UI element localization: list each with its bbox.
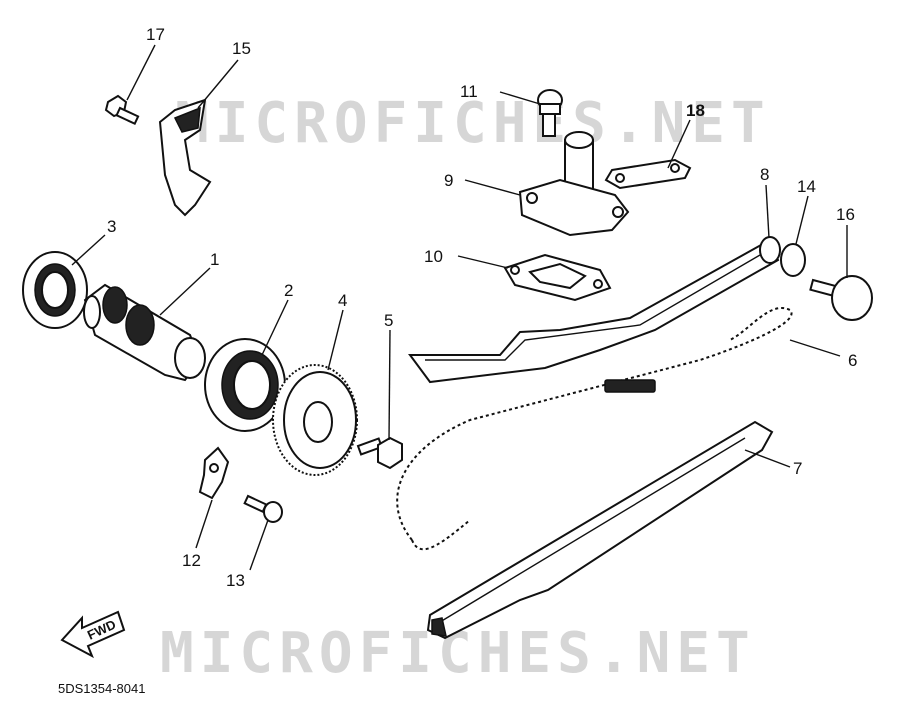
part-7-chain-guide: [426, 420, 774, 640]
part-15-bracket: [158, 98, 212, 217]
callout-5: 5: [384, 311, 393, 330]
part-6-timing-chain: [396, 307, 793, 551]
callout-18: 18: [686, 101, 705, 120]
callout-6: 6: [848, 351, 857, 370]
part-14-o-ring: [780, 243, 806, 277]
part-9-tensioner: [518, 131, 630, 237]
part-1-camshaft: [83, 283, 206, 382]
part-8-chain-guide: [408, 236, 781, 384]
part-17-bolt: [104, 94, 140, 126]
callout-7: 7: [793, 459, 802, 478]
part-16-bolt: [809, 275, 873, 321]
diagram-code: 5DS1354-8041: [58, 681, 145, 696]
callout-11: 11: [460, 82, 478, 101]
callout-15: 15: [232, 39, 251, 58]
part-3-bearing: [22, 251, 88, 329]
fwd-arrow-icon: FWD: [60, 610, 126, 659]
part-12-plate: [198, 446, 230, 500]
callout-2: 2: [284, 281, 293, 300]
callout-14: 14: [797, 177, 816, 196]
callout-10: 10: [424, 247, 443, 266]
leader-lines: [71, 44, 848, 571]
callout-1: 1: [210, 250, 219, 269]
part-5-bolt: [356, 436, 403, 470]
watermark-top: MICROFICHES.NET: [175, 91, 771, 156]
part-4-sprocket: [272, 364, 358, 476]
callout-8: 8: [760, 165, 769, 184]
part-13-bolt: [243, 494, 283, 523]
callout-9: 9: [444, 171, 453, 190]
callout-4: 4: [338, 291, 347, 310]
part-10-gasket: [503, 253, 612, 302]
callout-12: 12: [182, 551, 201, 570]
callout-13: 13: [226, 571, 245, 590]
callout-17: 17: [146, 25, 165, 44]
part-2-bearing: [204, 338, 286, 432]
part-11-bolt: [537, 89, 563, 137]
callout-3: 3: [107, 217, 116, 236]
part-18-gasket: [604, 158, 692, 190]
callout-16: 16: [836, 205, 855, 224]
